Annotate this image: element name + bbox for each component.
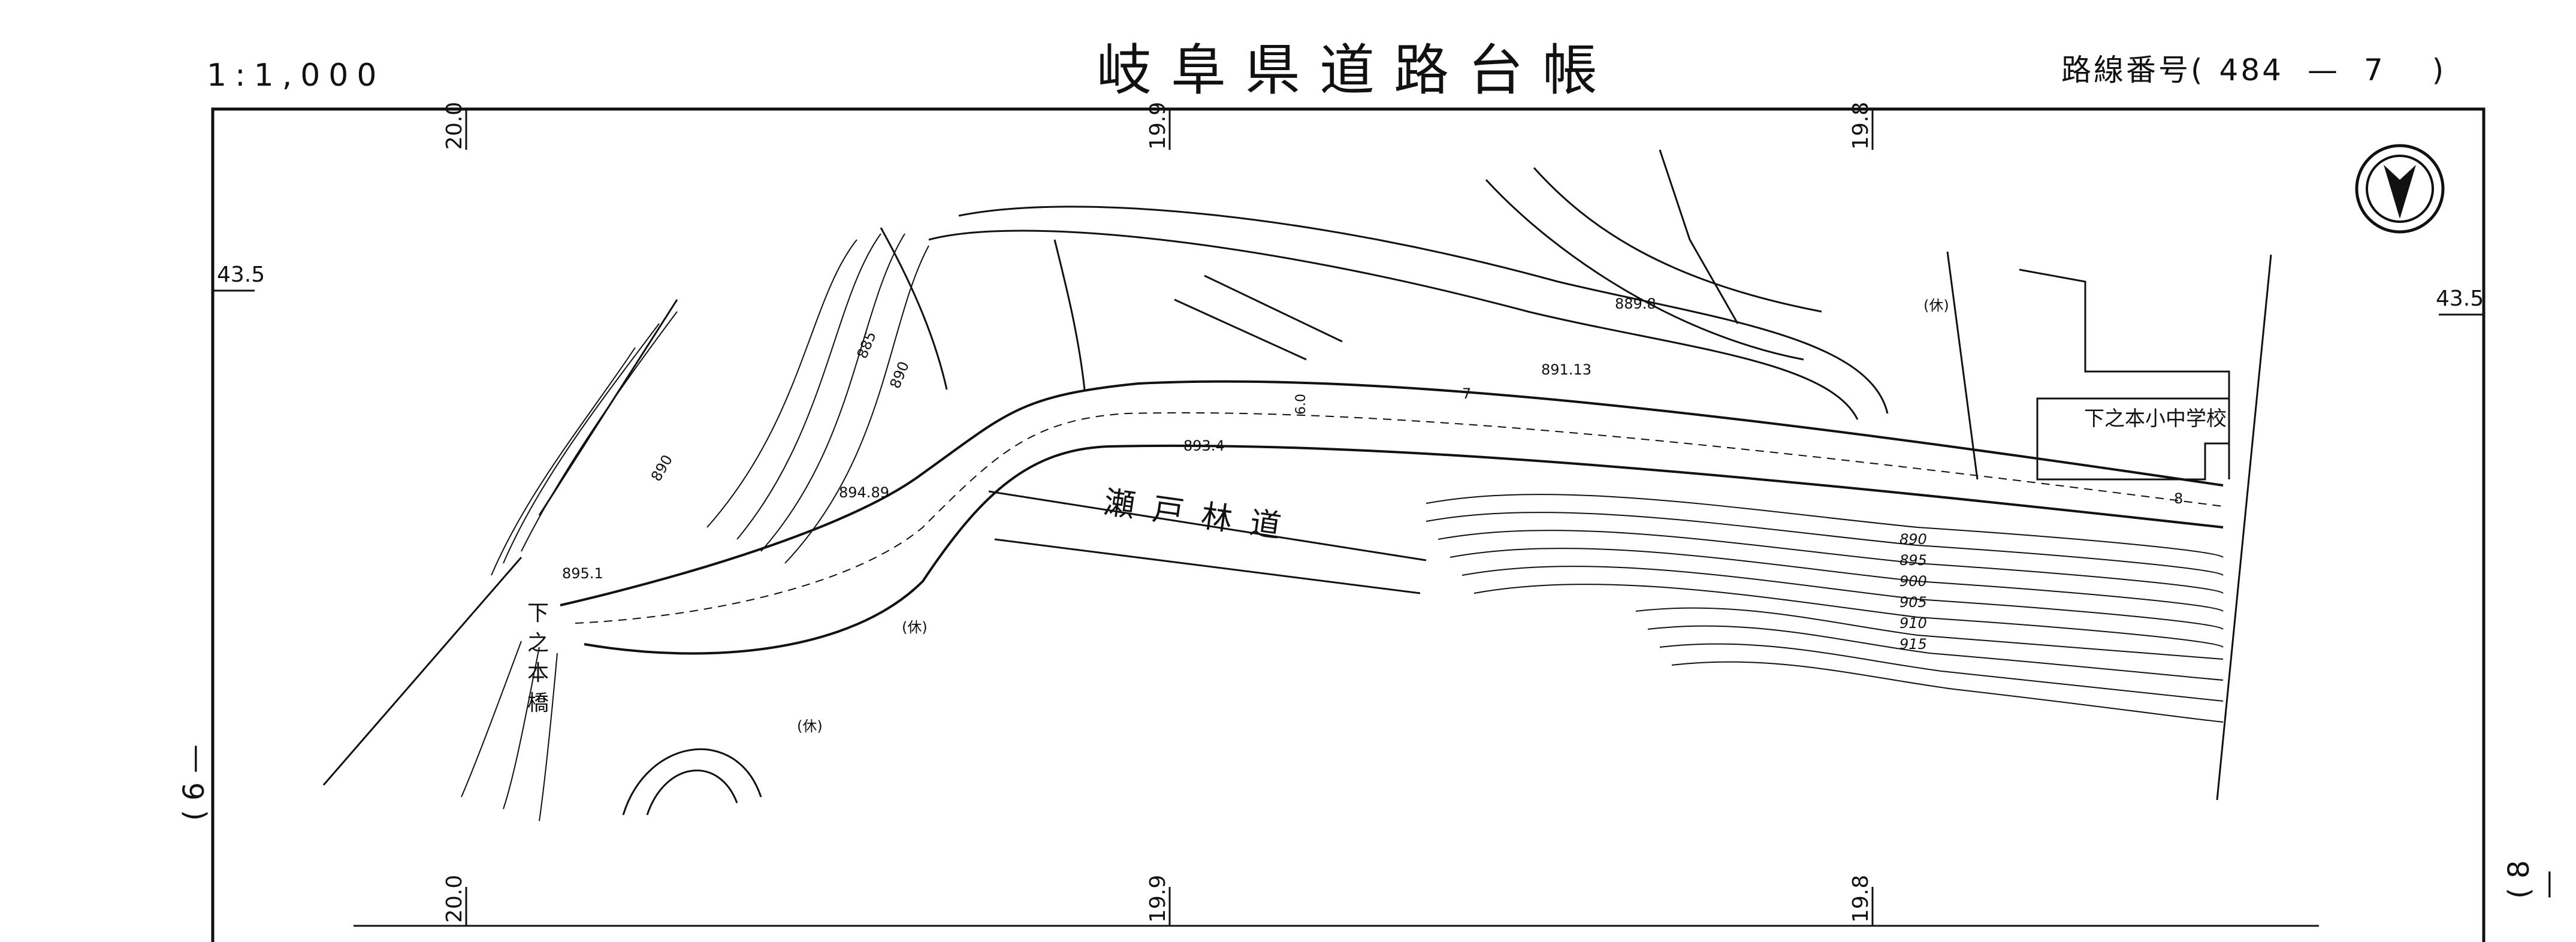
route-number: 484	[2219, 53, 2284, 87]
elevation-label-2: 894.89	[839, 484, 889, 501]
elevation-label-5: 889.8	[1615, 295, 1656, 312]
seto-rindo-road	[988, 490, 1427, 594]
contour-label-6: 900	[1899, 573, 1927, 590]
school-building	[2019, 268, 2230, 481]
top-tick-label-3: 19.8	[1849, 102, 1873, 150]
bottom-tick-label-2: 19.9	[1146, 875, 1170, 923]
contour-label-8: 910	[1899, 615, 1927, 632]
road-width-label: 6.0	[1294, 394, 1309, 415]
bottom-tick-label-1: 20.0	[442, 875, 467, 923]
scale-label: 1:1,000	[207, 58, 385, 93]
map-title: 岐阜県道路台帳	[1097, 38, 1617, 102]
contour-label-1: 885	[854, 329, 880, 361]
elevation-label-3: 893.4	[1183, 437, 1225, 454]
contour-label-4: 890	[1899, 531, 1927, 548]
route-number-label: 路線番号(484 — 7)	[2061, 55, 2446, 85]
contour-label-9: 915	[1899, 636, 1927, 653]
school-name-label: 下之本小中学校	[2084, 407, 2227, 431]
sheet-number: 7	[2363, 53, 2385, 87]
contour-label-2: 890	[887, 359, 913, 391]
bridge-char-3: 本	[527, 661, 549, 686]
elevation-label-4: 891.13	[1541, 361, 1591, 378]
rest-label-2: (休)	[797, 718, 823, 735]
route-label-text: 路線番号	[2061, 53, 2191, 87]
contour-lines	[1426, 494, 2224, 723]
top-tick-label-1: 20.0	[442, 102, 467, 150]
road-name-label: 瀬戸林道	[1101, 484, 1301, 547]
tunnel-arch	[622, 748, 762, 816]
bottom-tick-label-3: 19.8	[1849, 875, 1873, 923]
right-tick-label: 43.5	[2436, 286, 2484, 311]
map-frame	[211, 107, 2486, 942]
left-contours	[461, 233, 929, 822]
contour-label-3: 890	[648, 452, 676, 484]
grid-ticks	[213, 109, 2484, 926]
route-close-paren: )	[2432, 53, 2447, 87]
main-road	[560, 380, 2224, 655]
misc-number-label-1: 7	[1462, 385, 1471, 402]
misc-number-label-2: 8	[2174, 490, 2183, 507]
elevation-label-1: 895.1	[562, 565, 603, 582]
rest-label-3: (休)	[1923, 297, 1949, 314]
bridge-char-1: 下	[527, 601, 549, 626]
route-open-paren: (	[2191, 53, 2205, 87]
north-arrow-icon	[2355, 144, 2445, 234]
route-dash: —	[2307, 53, 2340, 87]
top-tick-label-2: 19.9	[1146, 102, 1170, 150]
upper-roads	[880, 167, 1889, 420]
bridge-char-2: 之	[527, 631, 549, 656]
left-tick-label: 43.5	[217, 262, 265, 287]
contour-label-7: 905	[1899, 594, 1927, 611]
boundary-lines	[322, 149, 2272, 801]
bridge-char-4: 橋	[527, 691, 549, 715]
bridge-label: 下 之 本 橋	[527, 601, 549, 715]
contour-label-5: 895	[1899, 552, 1927, 569]
rest-label-1: (休)	[902, 619, 928, 636]
